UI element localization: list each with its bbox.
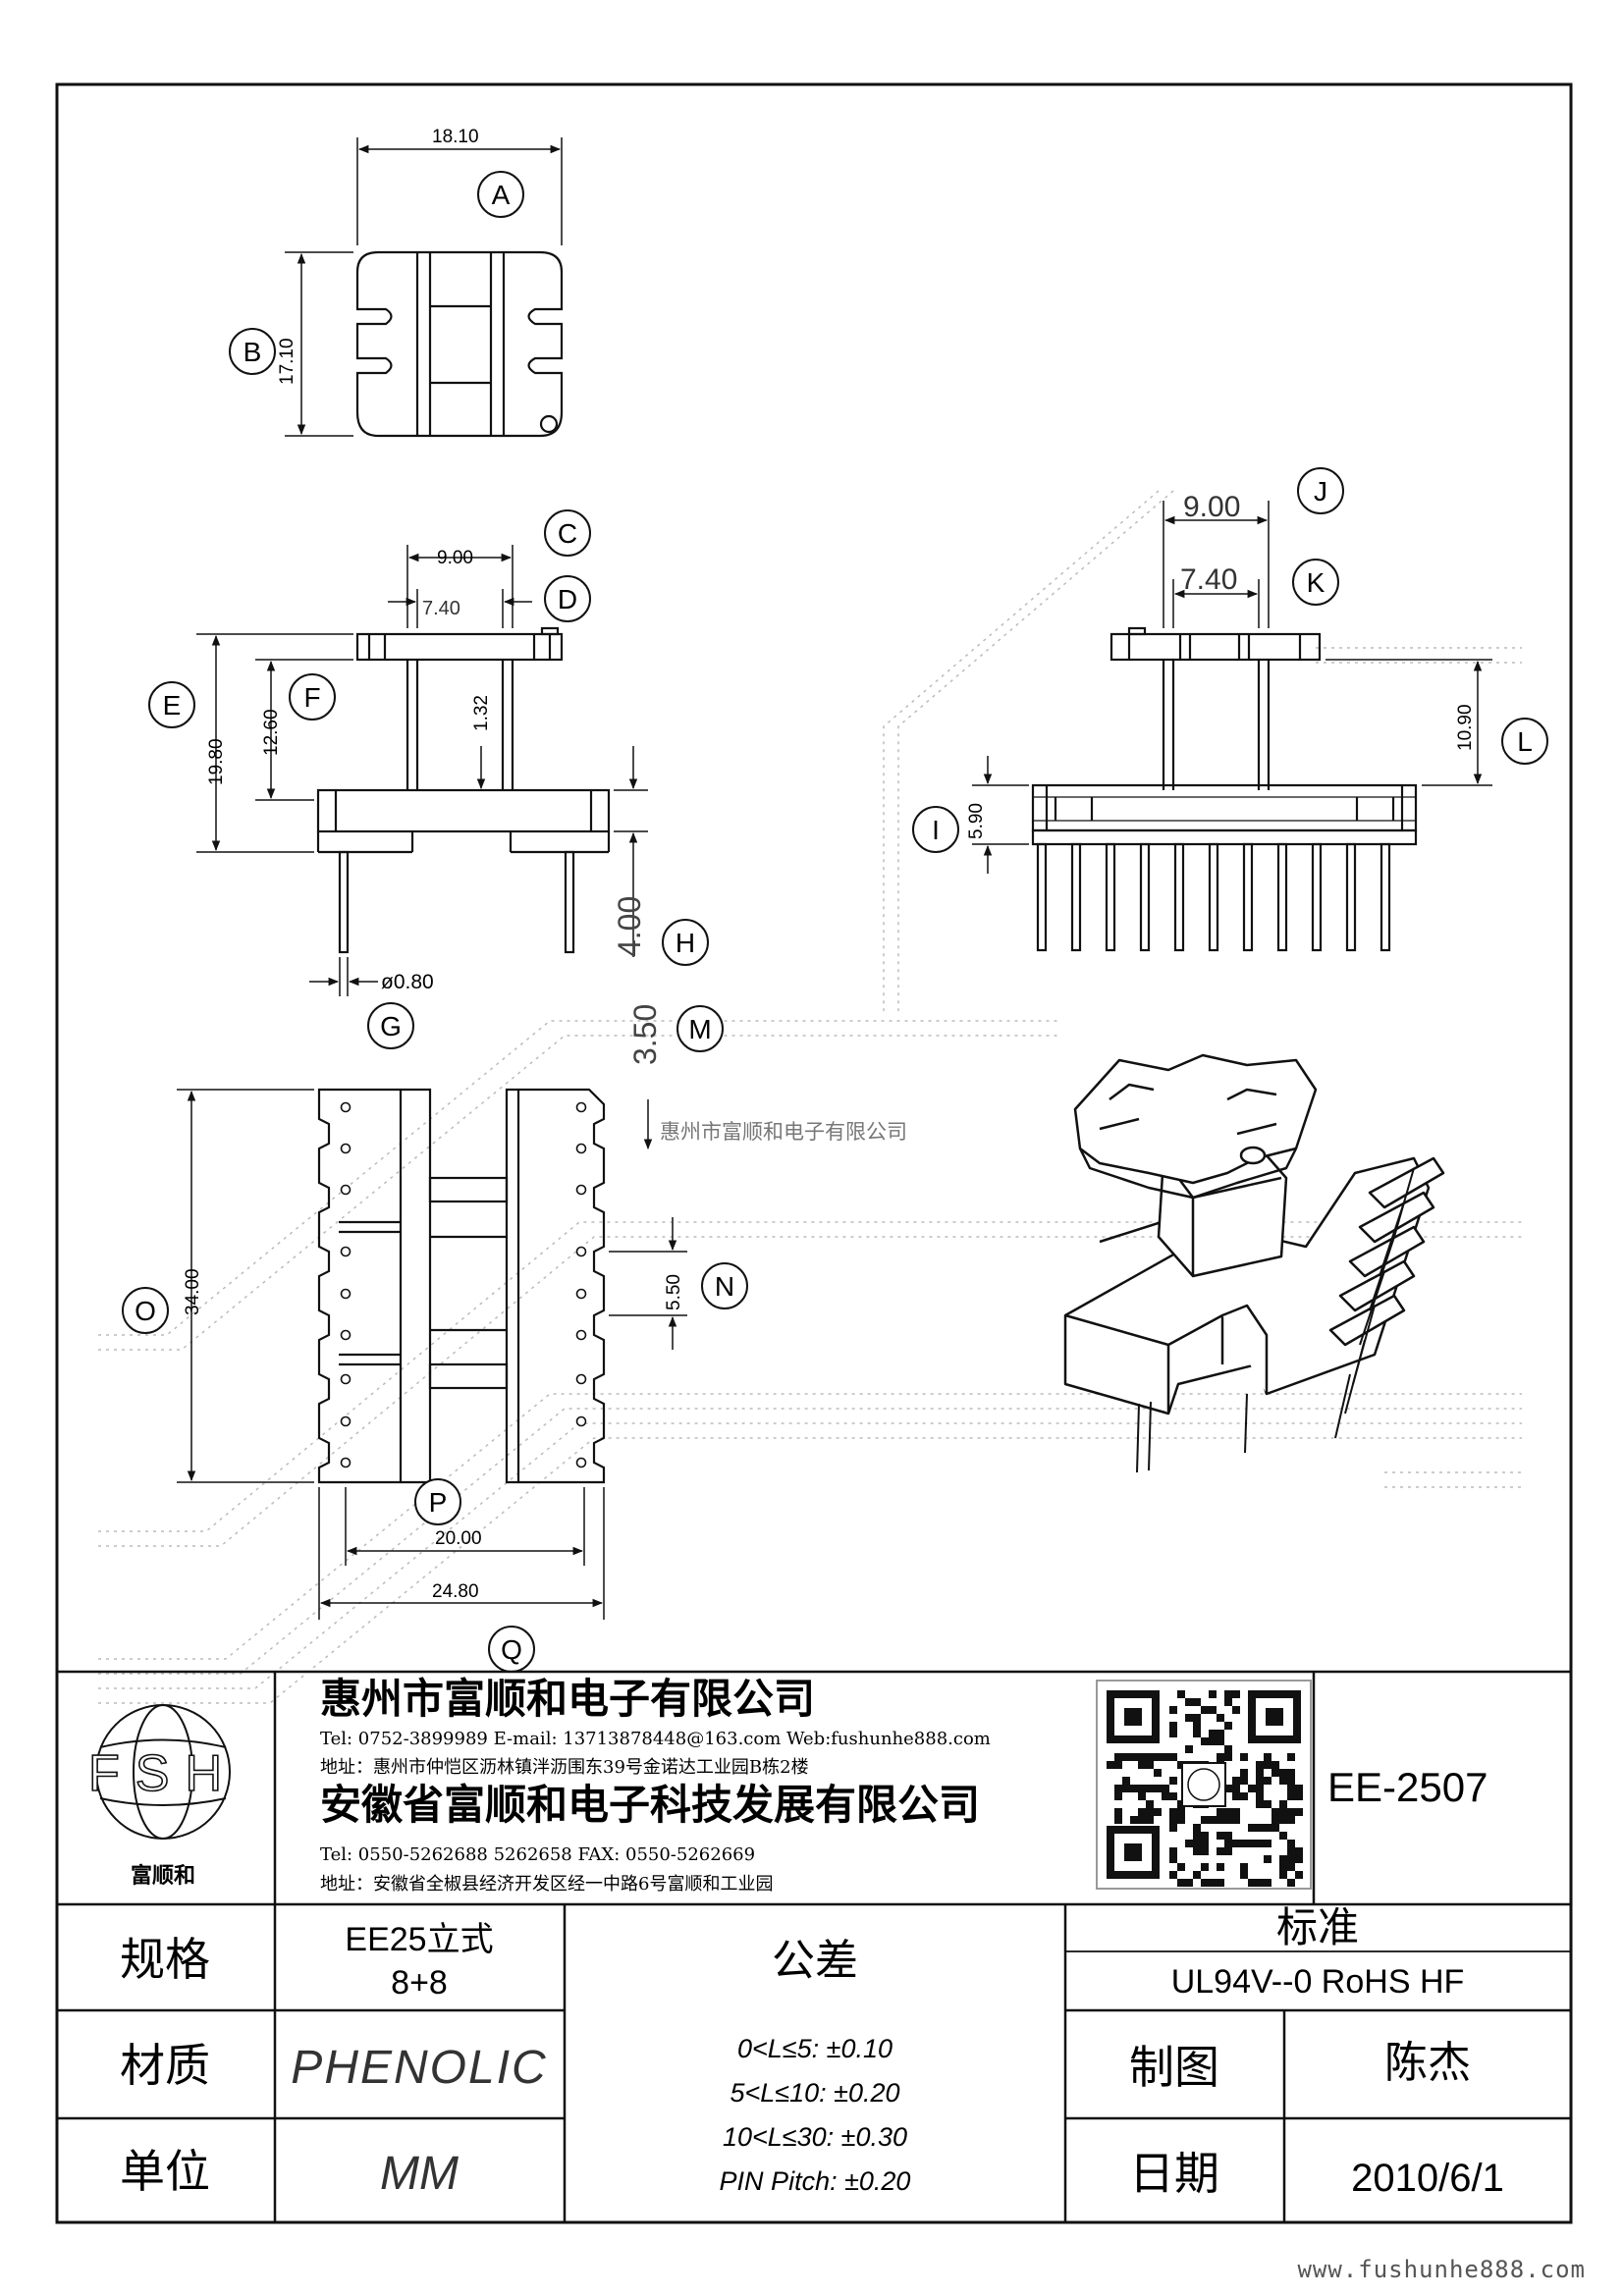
callout-c: C [544,509,591,557]
callout-h: H [662,919,709,966]
drawn-by-value: 陈杰 [1384,2039,1471,2087]
callout-l: L [1501,718,1548,765]
svg-text:O: O [135,1296,156,1326]
dim-side-d: 7.40 [422,598,460,619]
row-material-label: 材质 [120,2040,210,2091]
dim-front-i: 5.90 [966,803,987,839]
row-unit-label: 单位 [120,2146,210,2197]
callout-k: K [1292,559,1339,606]
svg-text:K: K [1307,567,1325,598]
dim-bottom-o: 34.00 [183,1268,203,1315]
svg-text:P: P [429,1487,448,1518]
svg-text:Q: Q [501,1634,522,1665]
row-material-value: PHENOLIC [291,2042,547,2094]
dim-side-m: 3.50 [627,1004,663,1065]
logo-caption: 富顺和 [131,1863,195,1888]
tolerance-line-4: PIN Pitch: ±0.20 [720,2166,911,2196]
callout-j: J [1297,467,1344,514]
dim-bottom-p: 20.00 [435,1528,482,1549]
callout-d: D [544,575,591,622]
tolerance-line-2: 5<L≤10: ±0.20 [730,2078,899,2108]
callout-i: I [912,806,959,853]
dim-side-h: 4.00 [612,896,647,957]
tolerance-line-1: 0<L≤5: ±0.10 [737,2034,893,2063]
callout-n: N [701,1262,748,1309]
row-spec-label: 规格 [120,1934,210,1985]
callout-e: E [148,681,195,728]
standard-value: UL94V--0 RoHS HF [1171,1963,1465,2001]
company2-address: 地址：安徽省全椒县经济开发区经一中路6号富顺和工业园 [320,1874,773,1895]
dim-bottom-n: 5.50 [664,1274,684,1310]
dim-side-c: 9.00 [437,548,473,568]
company1-name: 惠州市富顺和电子有限公司 [320,1676,815,1722]
callout-b: B [229,328,276,375]
svg-text:B: B [243,337,262,367]
top-view [285,137,564,438]
dim-top-height: 17.10 [277,338,298,385]
callout-g: G [367,1002,414,1049]
svg-text:C: C [558,518,577,549]
date-value: 2010/6/1 [1351,2157,1504,2200]
svg-text:G: G [380,1011,402,1041]
dim-side-f: 12.60 [261,709,282,756]
callout-f: F [289,673,336,721]
company-logo [95,1704,231,1840]
svg-text:A: A [492,180,511,210]
tolerance-line-3: 10<L≤30: ±0.30 [723,2122,907,2152]
dim-bottom-q: 24.80 [432,1581,479,1602]
callout-p: P [414,1478,461,1525]
part-number: EE-2507 [1327,1764,1488,1810]
standard-label: 标准 [1276,1904,1359,1950]
svg-text:D: D [558,584,577,614]
side-view [196,545,653,1150]
callout-q: Q [488,1626,535,1673]
callout-m: M [676,1005,724,1052]
title-block-grid [57,1670,1571,2222]
front-view [972,501,1492,952]
svg-text:L: L [1517,726,1533,757]
drawn-by-label: 制图 [1129,2042,1219,2093]
dim-front-j: 9.00 [1183,491,1240,523]
qr-logo-icon [1187,1768,1220,1801]
bottom-pin-holes [340,1101,587,1468]
company1-address: 地址：惠州市仲恺区沥林镇泮沥围东39号金诺达工业园B栋2楼 [320,1757,809,1778]
company2-contact: Tel: 0550-5262688 5262658 FAX: 0550-5262… [320,1844,755,1865]
sheet-border [55,82,1573,2224]
dim-side-flange: 1.32 [471,695,492,731]
bottom-view [177,1088,687,1620]
callout-a: A [477,171,524,218]
isometric-view [1063,1053,1445,1473]
dim-side-pin: ø0.80 [381,971,434,993]
dim-side-e: 19.80 [206,738,227,785]
tolerance-label: 公差 [772,1937,858,1985]
company2-name: 安徽省富顺和电子科技发展有限公司 [320,1782,980,1828]
svg-text:J: J [1314,476,1327,507]
svg-text:M: M [688,1014,711,1044]
guide-lines [98,490,1522,1704]
qr-code [1096,1680,1312,1890]
dim-front-l: 10.90 [1455,704,1476,751]
callout-o: O [122,1287,169,1334]
dim-top-width: 18.10 [432,127,479,147]
svg-text:N: N [715,1271,734,1302]
date-label: 日期 [1129,2148,1219,2199]
logo-text: FSH [88,1745,238,1802]
svg-text:H: H [676,928,695,958]
company1-contact: Tel: 0752-3899989 E-mail: 13713878448@16… [320,1729,991,1749]
row-unit-value: MM [380,2148,459,2200]
dim-front-k: 7.40 [1180,563,1237,596]
footer-url: www.fushunhe888.com [1297,2256,1586,2283]
watermark-text: 惠州市富顺和电子有限公司 [660,1121,907,1144]
row-spec-value-1: EE25立式 [345,1921,493,1958]
svg-text:F: F [303,682,320,713]
row-spec-value-2: 8+8 [391,1964,448,2002]
svg-text:E: E [163,690,182,721]
svg-text:I: I [932,815,940,845]
